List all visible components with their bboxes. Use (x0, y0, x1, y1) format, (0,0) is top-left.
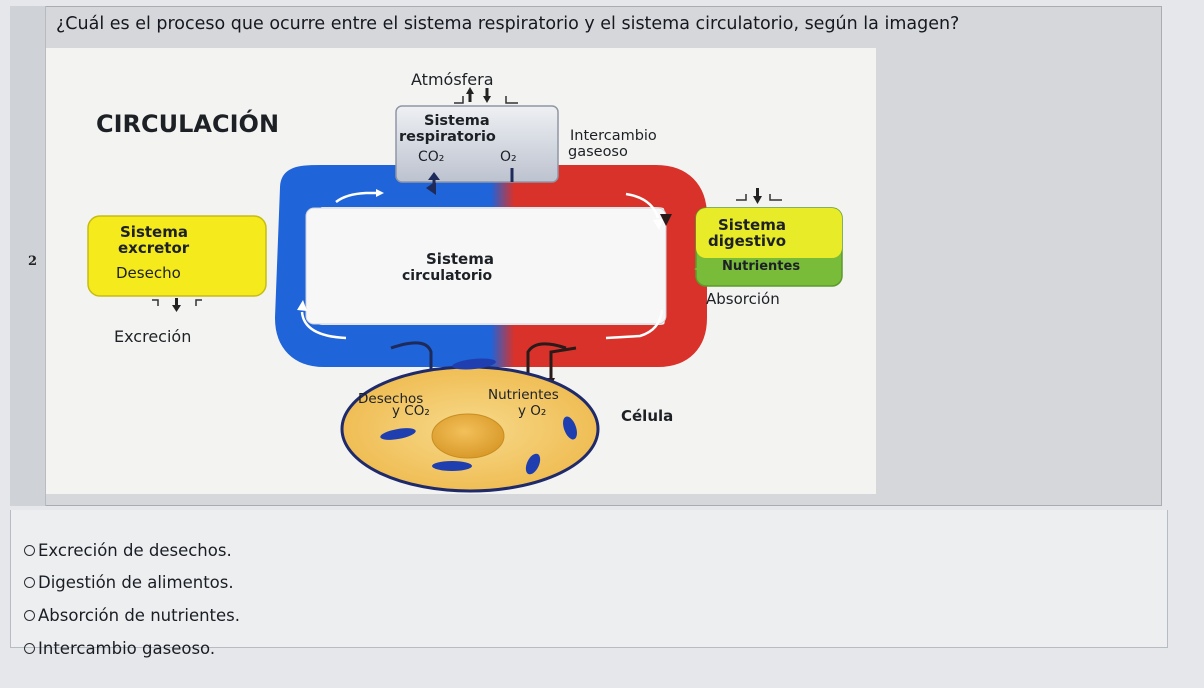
co2-arrow-shaft (432, 178, 436, 186)
nutrients-label: Nutrientes (722, 259, 800, 274)
question-text: ¿Cuál es el proceso que ocurre entre el … (56, 14, 960, 34)
option-excrecion[interactable]: Excreción de desechos. (24, 541, 232, 560)
cell-waste-line1: Desechos (358, 391, 423, 407)
cell-nutrients-line1: Nutrientes (488, 387, 559, 403)
option-label: Absorción de nutrientes. (38, 606, 241, 625)
circulatory-loop (275, 165, 707, 367)
digestive-label-line1: Sistema (718, 216, 786, 234)
digestive-arrow-shaft (756, 188, 759, 198)
cell-nucleus (431, 413, 505, 459)
vessel-to-cell (526, 342, 567, 378)
nutrients-arrow-icon (694, 265, 704, 273)
flow-arrowhead-icon (297, 300, 307, 311)
excretory-label-line2: excretor (118, 239, 190, 257)
atmosphere-label: Atmósfera (411, 70, 494, 89)
blood-cell-icon (380, 428, 416, 440)
arrow-up-icon (466, 87, 474, 94)
excretion-label: Excreción (114, 327, 191, 346)
option-digestion[interactable]: Digestión de alimentos. (24, 573, 234, 592)
co2-arrow-icon (428, 172, 440, 180)
flow-arrow-icon (335, 191, 376, 204)
arrow-down-icon (483, 96, 491, 103)
digestive-label-line2: digestivo (708, 232, 786, 250)
radio-icon[interactable] (24, 577, 35, 588)
circulation-diagram-svg: CIRCULACIÓN Atmósfera Sistema respirator… (46, 48, 876, 494)
circulatory-label-line1: Sistema (426, 250, 494, 268)
respiratory-label-line1: Sistema (424, 113, 490, 129)
option-absorcion[interactable]: Absorción de nutrientes. (24, 606, 240, 625)
radio-icon[interactable] (24, 643, 35, 654)
cell-label: Célula (621, 407, 673, 425)
vessel-to-cell (549, 346, 577, 378)
circulatory-center (305, 207, 667, 325)
cell-waste-line2: y CO₂ (392, 403, 430, 419)
excretion-arrow-shaft (175, 298, 178, 306)
vessel-to-cell (390, 341, 433, 384)
cell-nutrients-line2: y O₂ (518, 403, 546, 419)
flow-arrow-icon (605, 309, 664, 340)
option-label: Excreción de desechos. (38, 541, 232, 560)
flow-arrowhead-icon (376, 189, 384, 197)
circulatory-label-line2: circulatorio (402, 268, 493, 284)
blood-cell-icon (452, 358, 496, 370)
question-number: 2 (28, 254, 38, 269)
option-intercambio[interactable]: Intercambio gaseoso. (24, 639, 215, 658)
excretory-label-line1: Sistema (120, 223, 188, 241)
digestive-arrow-icon (753, 196, 762, 204)
arrow-up-shaft (468, 93, 472, 102)
co2-label: CO₂ (418, 149, 444, 165)
radio-icon[interactable] (24, 610, 35, 621)
gas-exchange-line1: Intercambio (570, 128, 657, 144)
blood-cell-icon (525, 453, 541, 475)
absorption-label: Absorción (706, 290, 780, 308)
diagram-title: CIRCULACIÓN (96, 108, 279, 138)
option-label: Intercambio gaseoso. (38, 639, 216, 658)
atmosphere-bracket-icon (454, 96, 518, 104)
circulation-diagram: CIRCULACIÓN Atmósfera Sistema respirator… (46, 48, 876, 494)
answer-options (10, 510, 1168, 648)
blood-cell-icon (563, 416, 577, 440)
digestive-system-box-top (696, 208, 842, 258)
option-label: Digestión de alimentos. (38, 573, 234, 592)
question-number-column (10, 6, 46, 506)
arrow-down-shaft (485, 88, 489, 97)
waste-label: Desecho (116, 264, 181, 282)
flow-arrow-icon (300, 311, 347, 340)
gas-exchange-line2: gaseoso (568, 144, 628, 160)
flow-arrow-icon (625, 192, 660, 219)
respiratory-system-box (395, 105, 559, 183)
blood-cell-icon (432, 461, 472, 471)
flow-arrowhead-icon (653, 219, 663, 230)
radio-icon[interactable] (24, 545, 35, 556)
excretion-bracket-icon (152, 299, 202, 306)
excretion-arrow-icon (172, 305, 181, 312)
excretory-system-box (87, 215, 267, 297)
digestive-bracket-icon (736, 194, 782, 201)
connector-arrow-icon (660, 214, 672, 226)
respiratory-label-line2: respiratorio (399, 129, 496, 145)
o2-label: O₂ (500, 149, 517, 165)
